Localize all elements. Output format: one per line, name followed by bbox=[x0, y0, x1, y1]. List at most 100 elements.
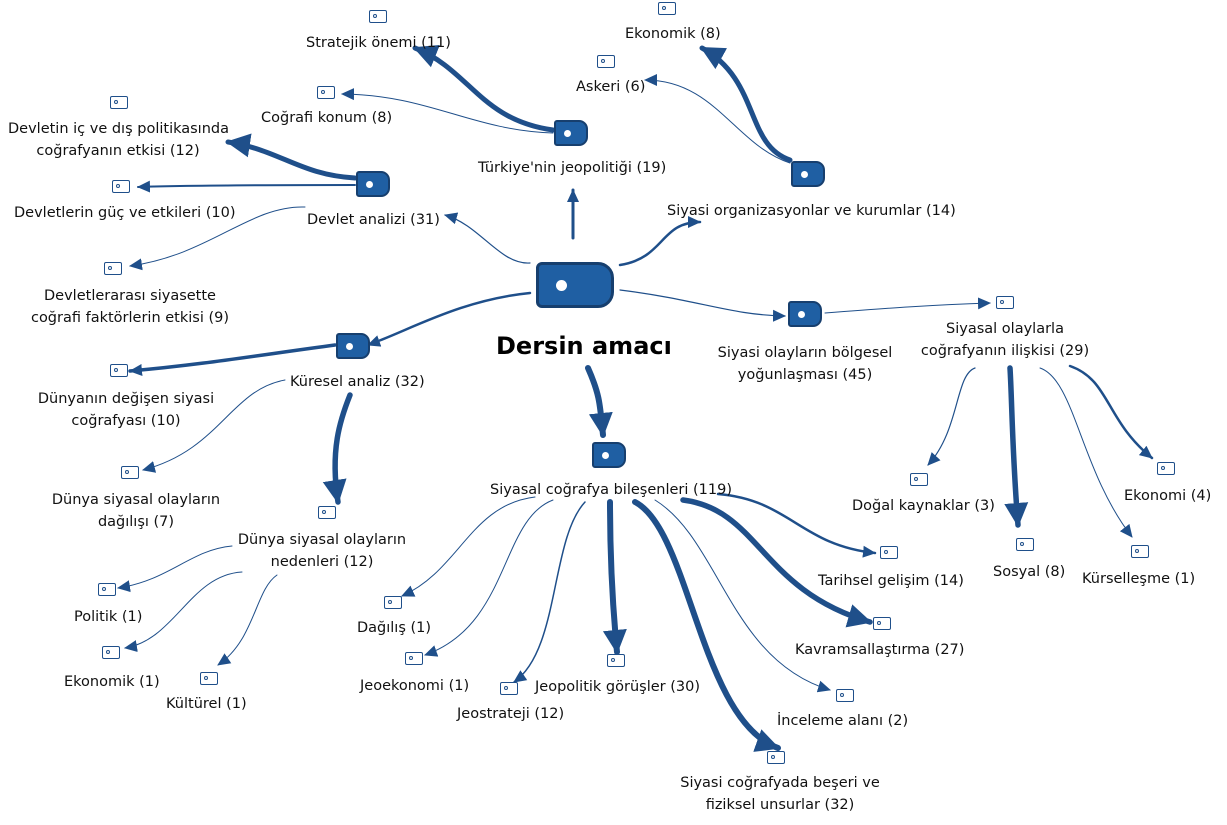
code-icon-devletlerarasi[interactable] bbox=[104, 262, 122, 275]
edge-bilesen-tarihsel bbox=[716, 492, 877, 558]
edge-bilesen-inceleme bbox=[654, 499, 831, 693]
node-askeri-label[interactable]: Askeri (6) bbox=[576, 79, 646, 95]
edge-root-bilesenler bbox=[585, 365, 613, 438]
node-inceleme-label[interactable]: İnceleme alanı (2) bbox=[777, 713, 909, 729]
edge-devlet-icdis bbox=[225, 133, 358, 181]
code-icon-kulturel[interactable] bbox=[200, 672, 218, 685]
node-ekonomi-label[interactable]: Ekonomi (4) bbox=[1124, 488, 1212, 504]
code-icon-kuresel[interactable] bbox=[336, 333, 370, 359]
node-sosyal-label[interactable]: Sosyal (8) bbox=[993, 564, 1066, 580]
node-konum-label[interactable]: Coğrafi konum (8) bbox=[261, 110, 393, 126]
edge-turkiye-stratejik bbox=[412, 45, 556, 133]
node-stratejik-label[interactable]: Stratejik önemi (11) bbox=[306, 35, 451, 51]
code-icon-kavramsal[interactable] bbox=[873, 617, 891, 630]
edge-bilesen-jeopolitik bbox=[602, 499, 627, 655]
code-icon-ekonomik-org[interactable] bbox=[658, 2, 676, 15]
node-degisen-label-1[interactable]: Dünyanın değişen siyasi bbox=[37, 391, 215, 407]
code-icon-organizasyon[interactable] bbox=[791, 161, 825, 187]
code-icon-nedenleri[interactable] bbox=[318, 506, 336, 519]
edge-bilesen-jeostrateji bbox=[513, 501, 586, 683]
edge-iliski-dogal bbox=[927, 367, 976, 466]
code-icon-dagilisi[interactable] bbox=[121, 466, 139, 479]
node-icdis-label-2[interactable]: coğrafyanın etkisi (12) bbox=[36, 143, 200, 159]
node-beseri-label-2[interactable]: fiziksel unsurlar (32) bbox=[705, 797, 855, 813]
edge-bolgesel-iliski bbox=[824, 297, 991, 314]
edge-bilesen-kavramsal bbox=[680, 497, 873, 628]
code-icon-konum[interactable] bbox=[317, 86, 335, 99]
node-jeostrateji-label[interactable]: Jeostrateji (12) bbox=[457, 706, 565, 722]
code-icon-jeostrateji[interactable] bbox=[500, 682, 518, 695]
node-kulturel-label[interactable]: Kültürel (1) bbox=[166, 696, 247, 712]
code-icon-tarihsel[interactable] bbox=[880, 546, 898, 559]
node-dogal-label[interactable]: Doğal kaynaklar (3) bbox=[852, 498, 995, 514]
root-code-icon[interactable] bbox=[536, 262, 614, 308]
code-icon-jeopolitik[interactable] bbox=[607, 654, 625, 667]
node-turkiye-label[interactable]: Türkiye'nin jeopolitiği (19) bbox=[478, 160, 667, 176]
edge-iliski-kurselleşme bbox=[1039, 367, 1133, 538]
edge-devlet-devletlerarasi bbox=[129, 206, 306, 271]
node-politik-label[interactable]: Politik (1) bbox=[74, 609, 143, 625]
code-icon-beseri[interactable] bbox=[767, 751, 785, 764]
node-bolgesel-label-2[interactable]: yoğunlaşması (45) bbox=[737, 367, 873, 383]
code-icon-stratejik[interactable] bbox=[369, 10, 387, 23]
edge-kuresel-nedenleri bbox=[322, 392, 353, 505]
node-devletlerarasi-label-1[interactable]: Devletlerarası siyasette bbox=[44, 288, 216, 304]
code-icon-bolgesel[interactable] bbox=[788, 301, 822, 327]
edge-nedenleri-ekonomik bbox=[124, 571, 243, 653]
code-icon-ekonomik-kuresel[interactable] bbox=[102, 646, 120, 659]
node-kurselleşme-label[interactable]: Kürselleşme (1) bbox=[1082, 571, 1196, 587]
code-icon-jeoekonomi[interactable] bbox=[405, 652, 423, 665]
code-icon-politik[interactable] bbox=[98, 583, 116, 596]
node-nedenleri-label-1[interactable]: Dünya siyasal olayların bbox=[237, 532, 407, 548]
node-icdis-label-1[interactable]: Devletin iç ve dış politikasında bbox=[8, 121, 229, 137]
edge-root-organizasyon bbox=[618, 216, 702, 267]
code-icon-ekonomi[interactable] bbox=[1157, 462, 1175, 475]
code-icon-iliski[interactable] bbox=[996, 296, 1014, 309]
edge-devlet-guc bbox=[137, 180, 356, 193]
node-guc-label[interactable]: Devletlerin güç ve etkileri (10) bbox=[14, 205, 236, 221]
code-icon-devlet[interactable] bbox=[356, 171, 390, 197]
edge-root-bolgesel bbox=[619, 289, 786, 322]
code-icon-turkiye[interactable] bbox=[554, 120, 588, 146]
node-bolgesel-label-1[interactable]: Siyasi olayların bölgesel bbox=[717, 345, 893, 361]
node-jeopolitik-label[interactable]: Jeopolitik görüşler (30) bbox=[535, 679, 700, 695]
edge-turkiye-konum bbox=[341, 88, 554, 134]
node-iliski-label-1[interactable]: Siyasal olaylarla bbox=[946, 321, 1064, 337]
node-organizasyon-label[interactable]: Siyasi organizasyonlar ve kurumlar (14) bbox=[667, 203, 956, 219]
node-dagilisi-label-2[interactable]: dağılışı (7) bbox=[97, 514, 175, 530]
edge-org-ekonomik bbox=[699, 45, 793, 163]
node-bilesenler-label[interactable]: Siyasal coğrafya bileşenleri (119) bbox=[490, 482, 732, 498]
code-icon-kurselleşme[interactable] bbox=[1131, 545, 1149, 558]
node-beseri-label-1[interactable]: Siyasi coğrafyada beşeri ve bbox=[680, 775, 880, 791]
node-jeoekonomi-label[interactable]: Jeoekonomi (1) bbox=[360, 678, 470, 694]
node-iliski-label-2[interactable]: coğrafyanın ilişkisi (29) bbox=[920, 343, 1090, 359]
code-icon-icdis[interactable] bbox=[110, 96, 128, 109]
edge-bilesen-beseri bbox=[632, 499, 781, 752]
node-devletlerarasi-label-2[interactable]: coğrafi faktörlerin etkisi (9) bbox=[30, 310, 230, 326]
node-ekonomik-kuresel-label[interactable]: Ekonomik (1) bbox=[64, 674, 160, 690]
node-dagilis-label[interactable]: Dağılış (1) bbox=[357, 620, 432, 636]
node-dagilisi-label-1[interactable]: Dünya siyasal olayların bbox=[51, 492, 221, 508]
node-degisen-label-2[interactable]: coğrafyası (10) bbox=[71, 413, 181, 429]
code-icon-guc[interactable] bbox=[112, 180, 130, 193]
node-devlet-label[interactable]: Devlet analizi (31) bbox=[307, 212, 440, 228]
node-tarihsel-label[interactable]: Tarihsel gelişim (14) bbox=[818, 573, 964, 589]
node-nedenleri-label-2[interactable]: nedenleri (12) bbox=[270, 554, 374, 570]
code-icon-askeri[interactable] bbox=[597, 55, 615, 68]
edge-root-devlet bbox=[444, 212, 531, 264]
edge-nedenleri-kulturel bbox=[217, 574, 278, 666]
code-icon-dagilis[interactable] bbox=[384, 596, 402, 609]
code-icon-dogal[interactable] bbox=[910, 473, 928, 486]
node-kuresel-label[interactable]: Küresel analiz (32) bbox=[290, 374, 425, 390]
node-kavramsal-label[interactable]: Kavramsallaştırma (27) bbox=[795, 642, 965, 658]
edge-root-kuresel bbox=[366, 291, 532, 347]
code-icon-degisen[interactable] bbox=[110, 364, 128, 377]
code-icon-inceleme[interactable] bbox=[836, 689, 854, 702]
node-ekonomik-org-label[interactable]: Ekonomik (8) bbox=[625, 26, 721, 42]
code-icon-sosyal[interactable] bbox=[1016, 538, 1034, 551]
edge-bilesen-dagilis bbox=[401, 496, 536, 597]
code-icon-bilesenler[interactable] bbox=[592, 442, 626, 468]
root-title[interactable]: Dersin amacı bbox=[496, 332, 672, 360]
edge-iliski-ekonomi bbox=[1068, 364, 1154, 460]
